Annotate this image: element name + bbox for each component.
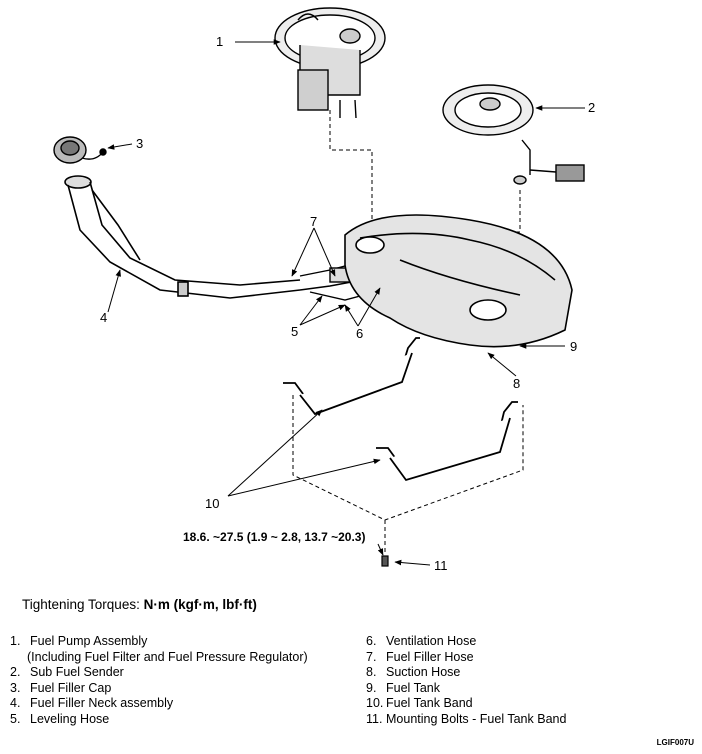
legend-right: 6. Ventilation Hose 7. Fuel Filler Hose 8. Su… xyxy=(366,634,686,727)
legend-number: 10. xyxy=(366,696,384,710)
callout-1: 1 xyxy=(216,34,223,49)
callout-6: 6 xyxy=(356,326,363,341)
legend-item: 10.Fuel Tank Band xyxy=(366,696,686,712)
callout-4: 4 xyxy=(100,310,107,325)
tightening-units: N·m (kgf·m, lbf·ft) xyxy=(143,597,257,612)
legend-item: 3. Fuel Filler Cap xyxy=(10,681,350,697)
legend-number: 5. xyxy=(10,711,21,726)
legend-text: Fuel Filler Neck assembly xyxy=(30,696,174,710)
legend-item: 5. Leveling Hose xyxy=(10,712,350,728)
fuel-filler-neck xyxy=(64,175,301,299)
legend-number: 3. xyxy=(10,680,21,695)
figure-code: LGIF007U xyxy=(656,738,694,747)
legend-text: Fuel Pump Assembly xyxy=(30,634,148,648)
callout-3: 3 xyxy=(136,136,143,151)
fuel-tank-bands xyxy=(283,337,518,482)
legend-item: (Including Fuel Filter and Fuel Pressure… xyxy=(10,650,350,666)
legend-item: 1. Fuel Pump Assembly xyxy=(10,634,350,650)
callout-9: 9 xyxy=(570,339,577,354)
legend-item: 4. Fuel Filler Neck assembly xyxy=(10,696,350,712)
fuel-system-exploded-diagram: 1 2 3 4 5 6 7 8 9 10 11 xyxy=(53,7,595,573)
legend-text: Sub Fuel Sender xyxy=(30,665,124,679)
legend-item: 9. Fuel Tank xyxy=(366,681,686,697)
mounting-bolt xyxy=(381,555,389,567)
fuel-tank xyxy=(344,214,573,348)
callout-5: 5 xyxy=(291,324,298,339)
legend-number: 1. xyxy=(10,634,21,648)
callout-10: 10 xyxy=(205,496,219,511)
legend-left: 1. Fuel Pump Assembly(Including Fuel Filt… xyxy=(10,634,350,727)
legend-text: Ventilation Hose xyxy=(386,634,477,648)
legend-number: 6. xyxy=(366,634,377,648)
callout-2: 2 xyxy=(588,100,595,115)
tightening-prefix: Tightening Torques: xyxy=(22,597,144,612)
legend-number: 4. xyxy=(10,696,21,710)
legend-text: Suction Hose xyxy=(386,665,461,679)
legend-text: Leveling Hose xyxy=(30,711,110,726)
legend-text: Fuel Filler Cap xyxy=(30,680,112,695)
legend-text: Fuel Tank Band xyxy=(386,696,473,710)
fuel-filler-cap xyxy=(53,136,107,164)
callout-11: 11 xyxy=(434,558,448,573)
callout-8: 8 xyxy=(513,376,520,391)
fuel-pump-assembly xyxy=(274,7,386,119)
legend-text: (Including Fuel Filter and Fuel Pressure… xyxy=(27,649,308,664)
legend-item: 11.Mounting Bolts - Fuel Tank Band xyxy=(366,712,686,728)
legend-item: 2. Sub Fuel Sender xyxy=(10,665,350,681)
legend-text: Fuel Tank xyxy=(386,680,440,695)
sub-fuel-sender xyxy=(442,84,585,185)
legend-text: Mounting Bolts - Fuel Tank Band xyxy=(386,711,567,726)
legend-text: Fuel Filler Hose xyxy=(386,649,474,664)
legend-item: 8. Suction Hose xyxy=(366,665,686,681)
legend-item: 6. Ventilation Hose xyxy=(366,634,686,650)
legend-number: 8. xyxy=(366,665,377,679)
legend-item: 7. Fuel Filler Hose xyxy=(366,650,686,666)
legend-number: 9. xyxy=(366,680,377,695)
legend-number: 11. xyxy=(366,711,383,726)
torque-spec: 18.6. ~27.5 (1.9 ~ 2.8, 13.7 ~20.3) xyxy=(183,530,366,544)
legend-number: 7. xyxy=(366,649,377,664)
legend-number: 2. xyxy=(10,665,21,679)
callout-7: 7 xyxy=(310,214,317,229)
tightening-torques-heading: Tightening Torques: N·m (kgf·m, lbf·ft) xyxy=(22,597,257,612)
